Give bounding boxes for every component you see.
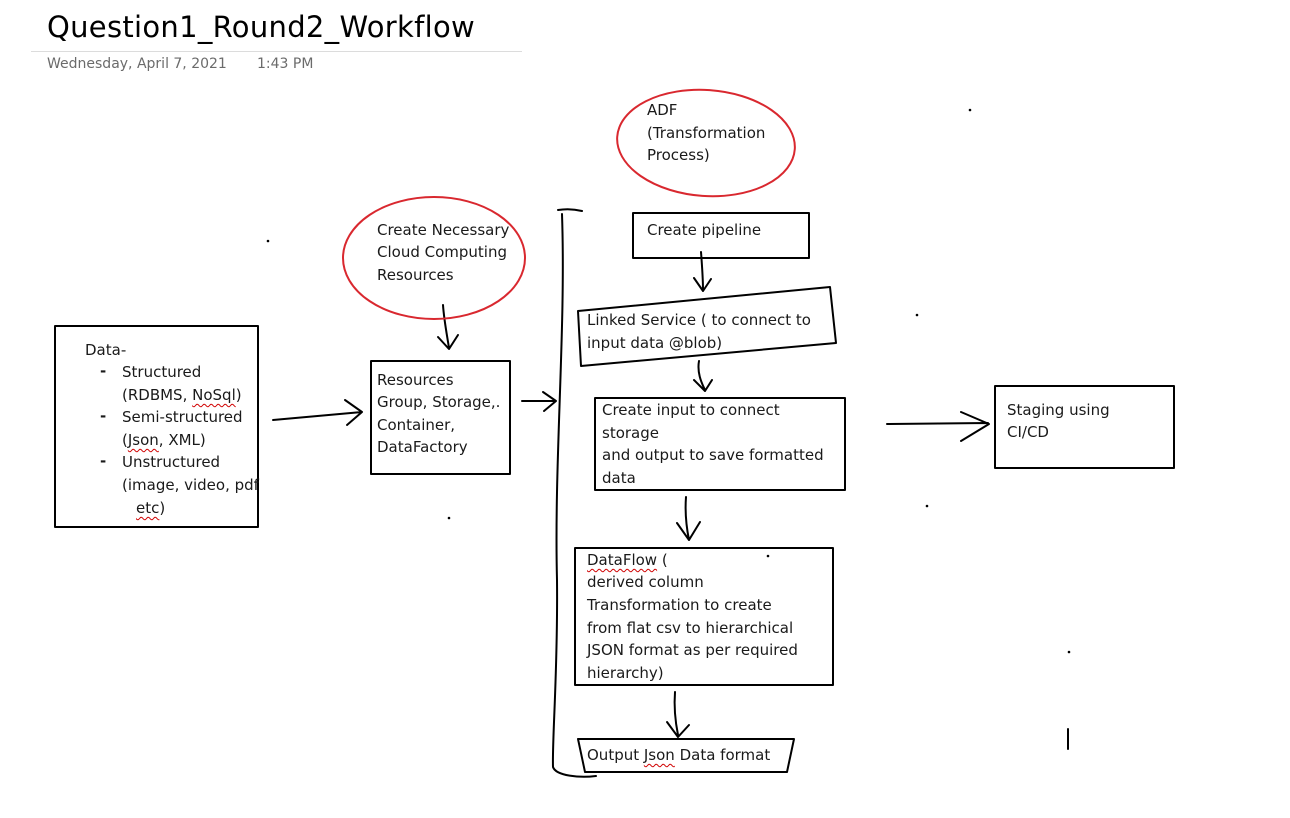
arrow-dataflow-to-output	[666, 691, 690, 738]
semi-structured-detail: (Json, XML)	[122, 431, 206, 449]
dataflow-line: Transformation to create	[587, 596, 772, 614]
structured-label: Structured	[122, 363, 202, 381]
pipeline-label: Create pipeline	[647, 221, 762, 239]
bracket	[551, 208, 597, 778]
stray-dot	[915, 313, 919, 317]
dataflow-line: hierarchy)	[587, 664, 664, 682]
io-box	[594, 397, 846, 491]
structured-detail: (RDBMS, NoSql)	[122, 386, 242, 404]
adf-note-line: ADF	[647, 101, 678, 119]
unstructured-label: Unstructured	[122, 453, 221, 471]
stray-dot	[968, 108, 972, 112]
dataflow-line: DataFlow (	[587, 551, 668, 569]
cloud-note-line: Cloud Computing	[377, 243, 507, 261]
page-date: Wednesday, April 7, 2021	[47, 56, 227, 72]
resources-box	[370, 360, 511, 475]
stray-dot	[925, 504, 929, 508]
page-title[interactable]: Question1_Round2_Workflow	[47, 10, 476, 44]
list-dash: -	[100, 362, 107, 380]
list-dash: -	[100, 452, 107, 470]
data-box	[54, 325, 259, 528]
staging-line: CI/CD	[1007, 423, 1049, 441]
unstructured-detail-line2: etc)	[136, 499, 166, 517]
io-line: and output to save formatted	[602, 446, 824, 464]
data-heading: Data-	[85, 341, 127, 359]
linked-service-line: input data @blob)	[587, 334, 723, 352]
resources-line: Resources	[377, 371, 454, 389]
io-line: storage	[602, 424, 659, 442]
title-divider	[31, 51, 522, 52]
unstructured-detail: (image, video, pdf	[122, 476, 259, 494]
output-label: Output Json Data format	[587, 746, 771, 764]
adf-circle	[616, 88, 796, 198]
arrow-resources-to-bracket	[521, 391, 557, 412]
stray-dot	[447, 516, 451, 520]
resources-line: Group, Storage,.	[377, 393, 501, 411]
linked-service-box	[577, 286, 837, 367]
cloud-note-line: Create Necessary	[377, 221, 510, 239]
staging-line: Staging using	[1007, 401, 1110, 419]
page-time: 1:43 PM	[257, 56, 314, 72]
arrow-io-to-staging	[886, 411, 990, 442]
stray-dot	[1067, 650, 1071, 654]
output-box	[577, 738, 795, 773]
semi-structured-label: Semi-structured	[122, 408, 243, 426]
io-line: Create input to connect	[602, 401, 780, 419]
arrow-data-to-resources	[272, 399, 363, 426]
cloud-circle	[342, 196, 526, 320]
dataflow-line: derived column	[587, 573, 704, 591]
pipeline-box	[632, 212, 810, 259]
resources-line: DataFactory	[377, 438, 468, 456]
dataflow-line: from flat csv to hierarchical	[587, 619, 794, 637]
resources-line: Container,	[377, 416, 456, 434]
arrow-pipeline-to-linked	[693, 251, 712, 292]
linked-service-line: Linked Service ( to connect to	[587, 311, 811, 329]
stray-dot	[266, 239, 270, 243]
arrow-cloud-to-resources	[437, 304, 459, 350]
list-dash: -	[100, 407, 107, 425]
staging-box	[994, 385, 1175, 469]
arrow-io-to-dataflow	[676, 496, 701, 541]
io-line: data	[602, 469, 636, 487]
dataflow-box	[574, 547, 834, 686]
cloud-note-line: Resources	[377, 266, 454, 284]
dataflow-line: JSON format as per required	[587, 641, 798, 659]
stray-dot	[766, 554, 770, 558]
adf-note-line: Process)	[647, 146, 710, 164]
adf-note-line: (Transformation	[647, 124, 766, 142]
arrow-linked-to-io	[693, 360, 713, 392]
